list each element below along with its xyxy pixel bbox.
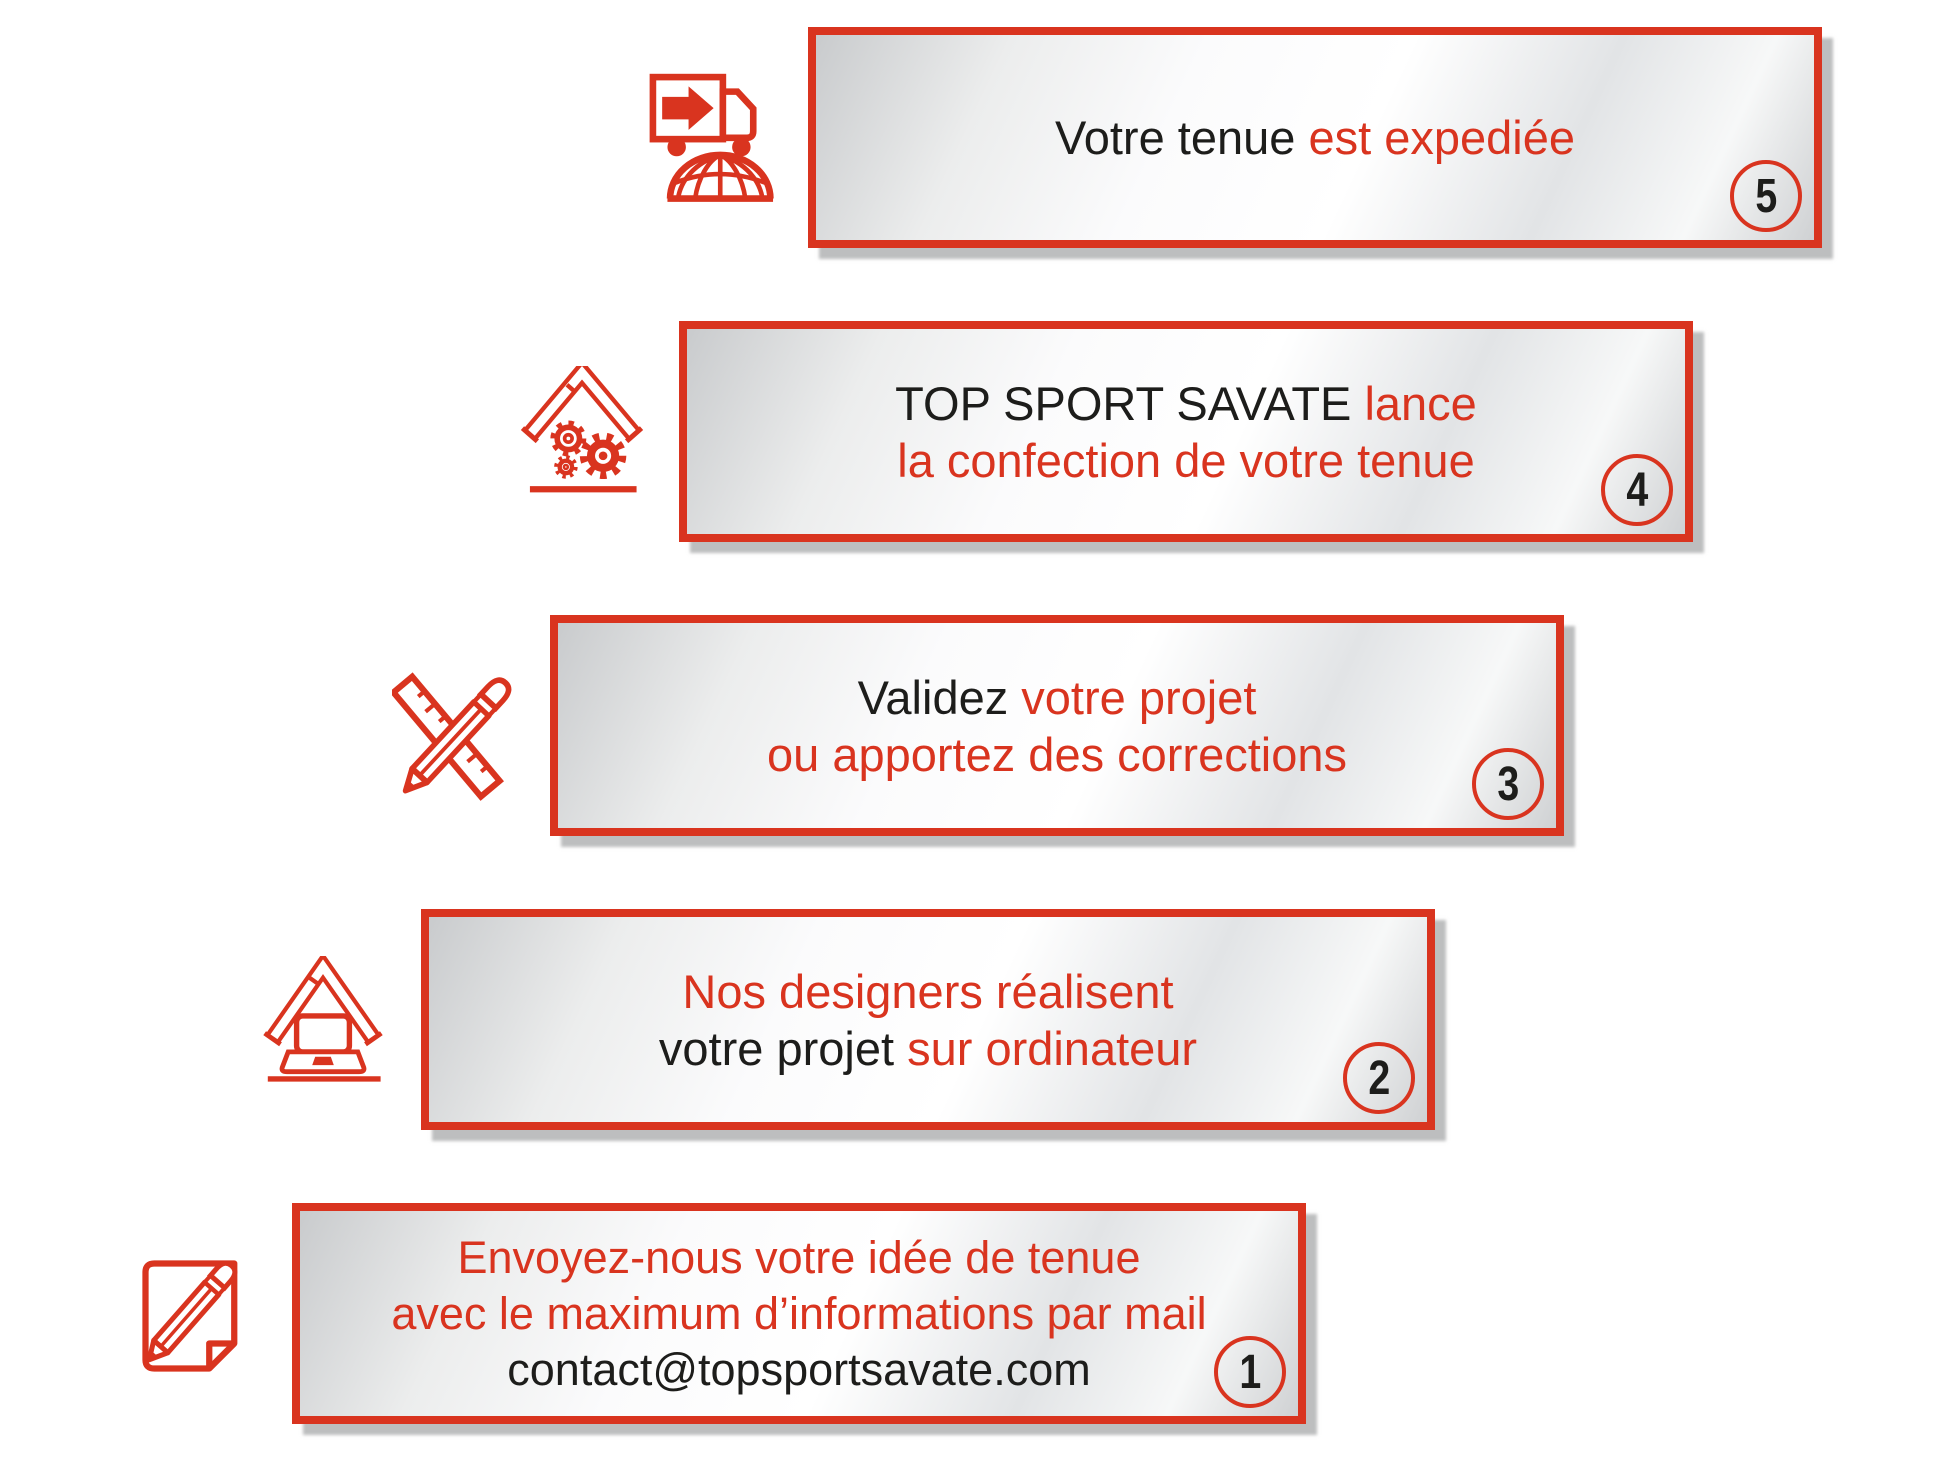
step-4-text: TOP SPORT SAVATE lance la confection de …	[895, 375, 1477, 489]
step-1-line2-red: avec le maximum d’informations par mail	[391, 1287, 1207, 1339]
step-2-bar: Nos designers réalisent votre projet sur…	[421, 909, 1435, 1130]
truck-globe-icon	[645, 70, 777, 203]
step-3-number: 3	[1497, 757, 1519, 811]
step-3-line2-red: ou apportez des corrections	[767, 727, 1347, 781]
step-1-number-badge: 1	[1214, 1336, 1286, 1408]
step-1-email-text: contact@topsportsavate.com	[507, 1343, 1091, 1395]
step-2-number-badge: 2	[1343, 1042, 1415, 1114]
step-3-line1-black: Validez	[857, 670, 1009, 724]
house-gears-icon	[520, 366, 644, 496]
step-2-number: 2	[1368, 1051, 1390, 1105]
house-laptop-icon	[263, 956, 383, 1083]
step-4-line1-black: TOP SPORT SAVATE	[895, 376, 1352, 430]
step-3-bar: Validez votre projet ou apportez des cor…	[550, 615, 1564, 836]
step-3-text: Validez votre projet ou apportez des cor…	[767, 669, 1347, 783]
note-pencil-icon	[133, 1250, 258, 1377]
step-5-line1-black: Votre tenue	[1054, 111, 1296, 164]
step-4-line1-red: lance	[1351, 376, 1477, 430]
step-5-line1-red: est expediée	[1295, 111, 1575, 164]
step-4-number-badge: 4	[1601, 454, 1673, 526]
step-3-number-badge: 3	[1472, 748, 1544, 820]
step-2-text: Nos designers réalisent votre projet sur…	[659, 963, 1197, 1077]
step-5-number: 5	[1755, 169, 1777, 223]
step-1-bar: Envoyez-nous votre idée de tenue avec le…	[292, 1203, 1306, 1424]
step-4-bar: TOP SPORT SAVATE lance la confection de …	[679, 321, 1693, 542]
step-5-bar: Votre tenue est expediée 5	[808, 27, 1822, 248]
step-4-line2-red: la confection de votre tenue	[897, 433, 1475, 487]
step-1-line1-red: Envoyez-nous votre idée de tenue	[457, 1231, 1141, 1283]
step-1-text: Envoyez-nous votre idée de tenue avec le…	[391, 1230, 1206, 1398]
pencil-ruler-icon	[392, 665, 528, 802]
step-2-line2-red: sur ordinateur	[894, 1021, 1198, 1075]
step-5-number-badge: 5	[1730, 160, 1802, 232]
step-2-line1-red: Nos designers réalisent	[682, 964, 1174, 1018]
step-2-line2-black: votre projet	[658, 1021, 895, 1075]
step-3-line1-red: votre projet	[1008, 670, 1257, 724]
step-1-number: 1	[1239, 1345, 1261, 1399]
step-4-number: 4	[1626, 463, 1648, 517]
step-5-text: Votre tenue est expediée	[1055, 109, 1575, 166]
